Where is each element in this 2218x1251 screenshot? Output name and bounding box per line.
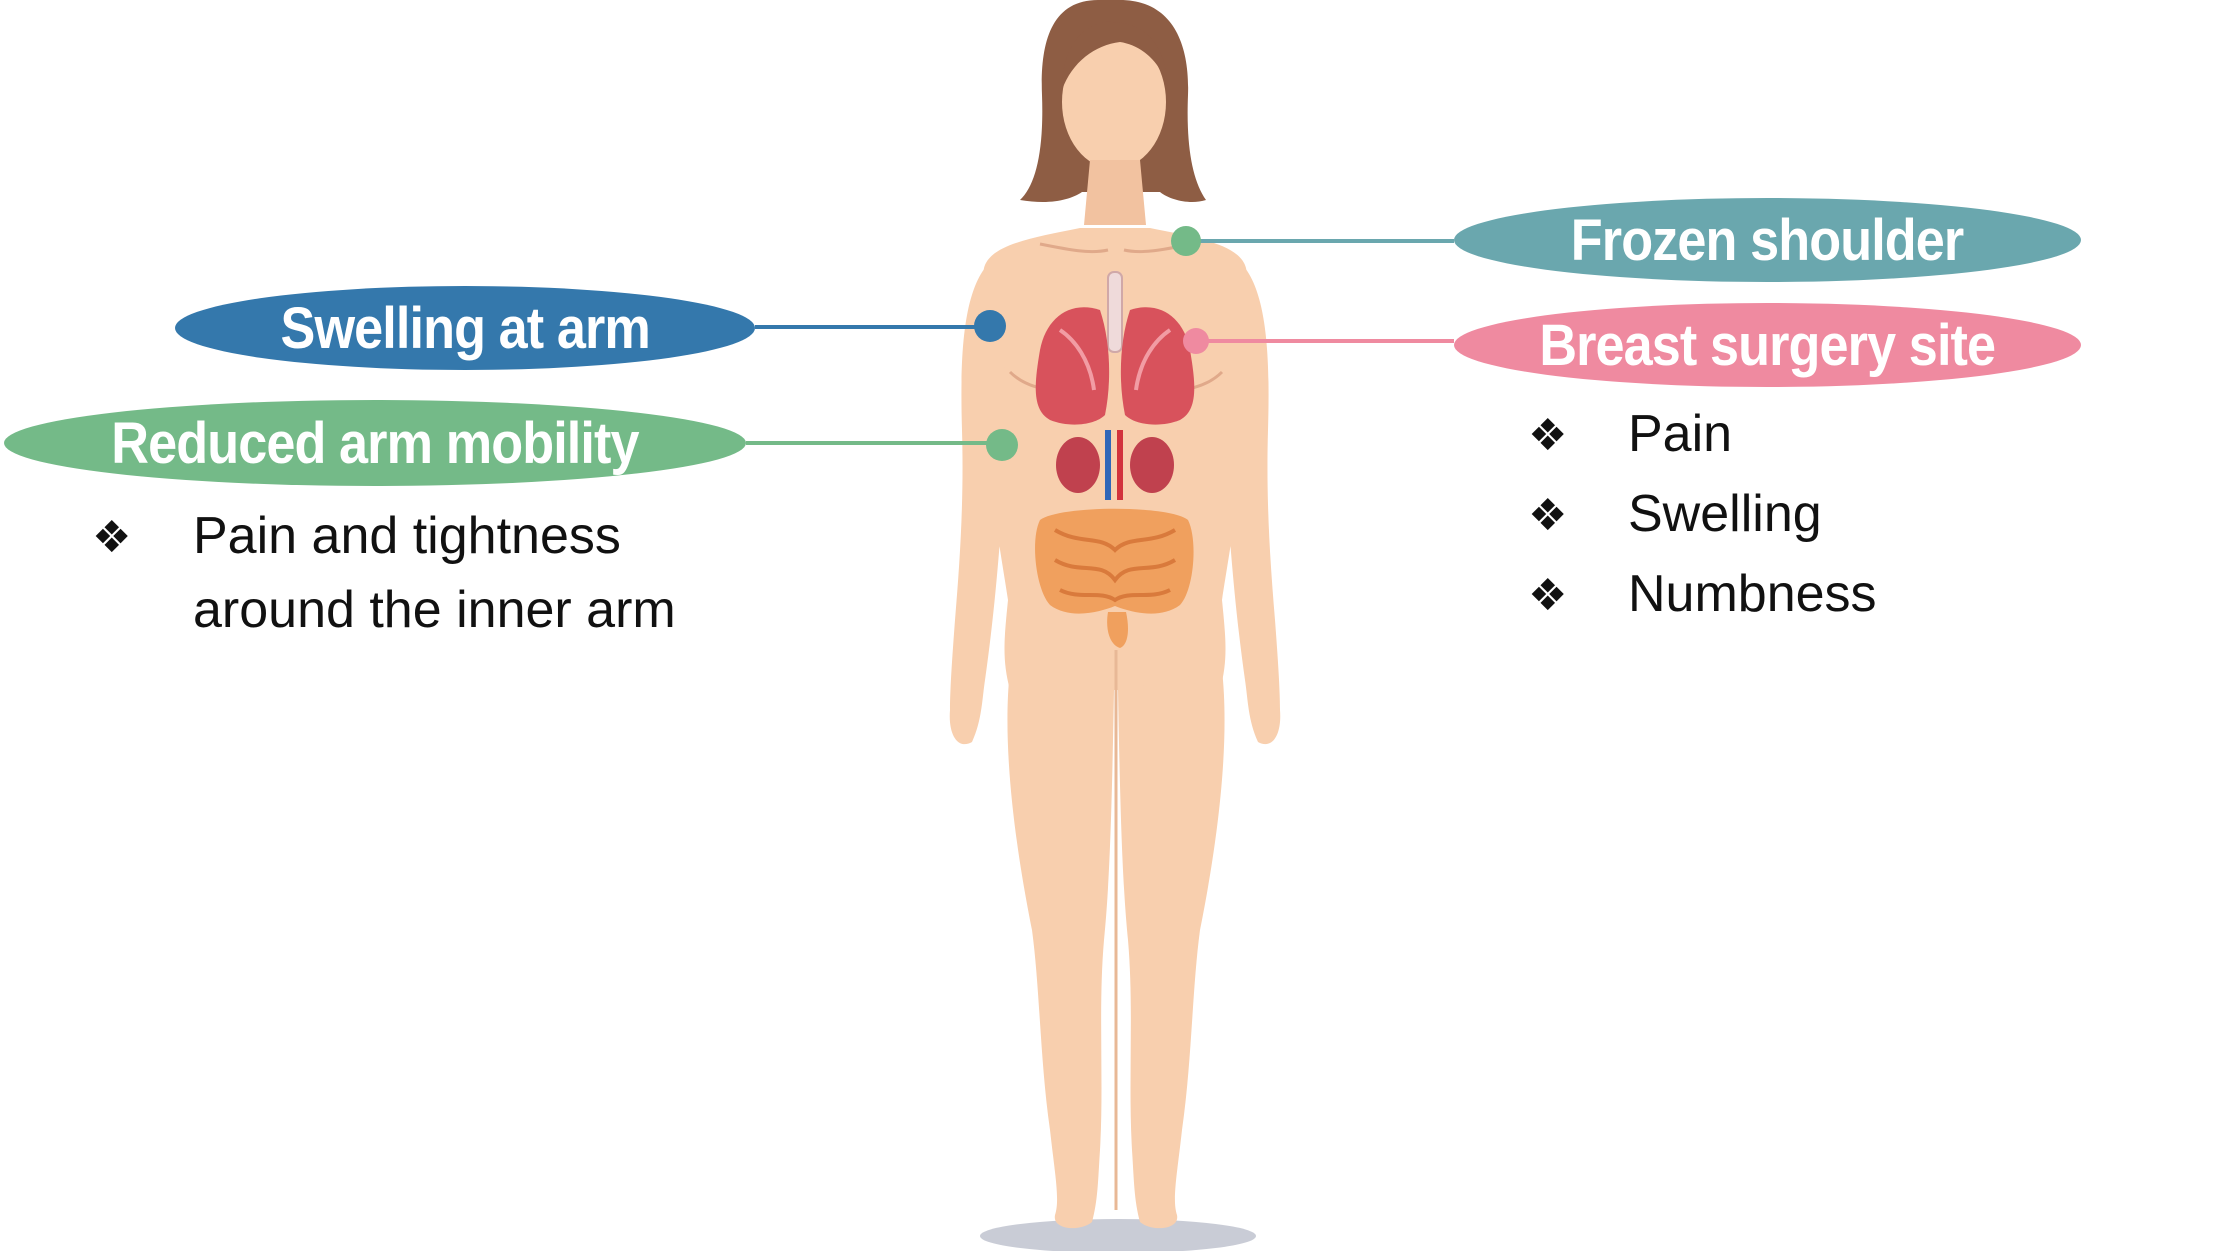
intestines <box>1035 508 1194 614</box>
reduced-arm-mobility-callout: Reduced arm mobility <box>4 400 746 486</box>
frozen-shoulder-marker <box>1171 226 1201 256</box>
left-lung <box>1035 307 1110 425</box>
swelling-arm-marker <box>974 310 1006 342</box>
left-kidney <box>1056 437 1100 493</box>
swelling-at-arm-label: Swelling at arm <box>280 295 650 361</box>
right-kidney <box>1130 437 1174 493</box>
symptom-item-continued: around the inner arm <box>193 581 676 639</box>
bullet-icon: ❖ <box>92 512 132 563</box>
symptom-item: Numbness <box>1628 565 1877 623</box>
left-arm <box>949 262 1005 745</box>
reduced-arm-mobility-label: Reduced arm mobility <box>111 410 639 476</box>
arm-mobility-marker <box>986 429 1018 461</box>
frozen-shoulder-callout: Frozen shoulder <box>1454 198 2081 282</box>
symptom-item: Pain and tightness <box>193 507 621 565</box>
swelling-at-arm-callout: Swelling at arm <box>175 286 755 370</box>
symptom-item: Pain <box>1628 405 1733 463</box>
right-arm <box>1225 262 1281 745</box>
bullet-icon: ❖ <box>1528 490 1568 541</box>
floor-shadow <box>980 1219 1256 1251</box>
right-leg <box>1118 670 1225 1229</box>
bullet-icon: ❖ <box>1528 570 1568 621</box>
symptom-item: Swelling <box>1628 485 1822 543</box>
face <box>1062 35 1166 169</box>
breast-surgery-site-label: Breast surgery site <box>1539 312 1997 378</box>
bullet-icon: ❖ <box>1528 410 1568 461</box>
breast-surgery-marker <box>1183 328 1209 354</box>
breast-surgery-site-callout: Breast surgery site <box>1454 303 2081 387</box>
right-lung <box>1120 307 1195 425</box>
frozen-shoulder-label: Frozen shoulder <box>1571 207 1964 273</box>
left-leg <box>1007 670 1114 1229</box>
